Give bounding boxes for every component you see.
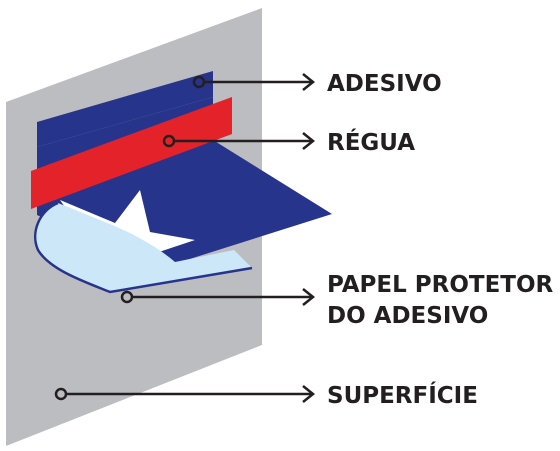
ruler-squeegee [31,97,232,209]
callout-adhesive-arrowhead [302,73,316,91]
backing-paper [35,203,252,292]
backing-paper-outline [33,201,253,294]
callout-backing-arrowhead [302,288,316,306]
label-surface: SUPERFÍCIE [327,381,478,409]
callout-ruler [162,132,316,150]
adhesive-cutout-star [60,190,195,268]
callout-surface [54,385,316,403]
label-adhesive: ADESIVO [327,71,442,97]
callout-surface-arrowhead [302,385,316,403]
callout-backing-paper [120,288,316,306]
label-ruler: RÉGUA [327,128,415,156]
callout-adhesive [192,73,316,91]
label-backing-line1: PAPEL PROTETOR [327,272,554,298]
adhesive-sheet-top [37,71,213,147]
callout-ruler-arrowhead [302,132,316,150]
label-backing-line2: DO ADESIVO [327,303,488,329]
